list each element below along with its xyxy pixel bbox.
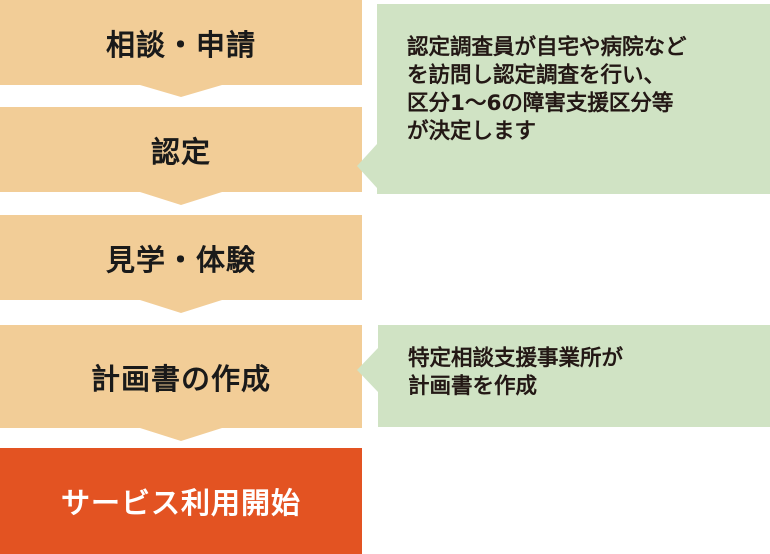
step-label: 見学・体験 — [105, 242, 256, 277]
note-plan-creation: 特定相談支援事業所が 計画書を作成 — [378, 325, 770, 427]
callout-pointer-icon — [357, 144, 377, 188]
down-arrow-icon — [140, 300, 222, 313]
step-plan-creation: 計画書の作成 — [0, 325, 362, 428]
note-text: 認定調査員が自宅や病院など を訪問し認定調査を行い、 区分1〜6の障害支援区分等… — [407, 35, 687, 144]
callout-pointer-icon — [357, 348, 378, 392]
step-label: 認定 — [150, 134, 211, 169]
step-visit-trial: 見学・体験 — [0, 215, 362, 300]
step-label: サービス利用開始 — [60, 486, 301, 520]
down-arrow-icon — [140, 192, 222, 205]
down-arrow-icon — [140, 85, 222, 97]
step-label: 計画書の作成 — [90, 361, 271, 396]
note-certification: 認定調査員が自宅や病院など を訪問し認定調査を行い、 区分1〜6の障害支援区分等… — [377, 4, 770, 194]
step-consultation-application: 相談・申請 — [0, 0, 362, 85]
step-certification: 認定 — [0, 107, 362, 192]
step-label: 相談・申請 — [105, 27, 256, 62]
step-service-start: サービス利用開始 — [0, 448, 362, 554]
down-arrow-icon — [140, 428, 222, 441]
note-text: 特定相談支援事業所が 計画書を作成 — [408, 346, 624, 399]
